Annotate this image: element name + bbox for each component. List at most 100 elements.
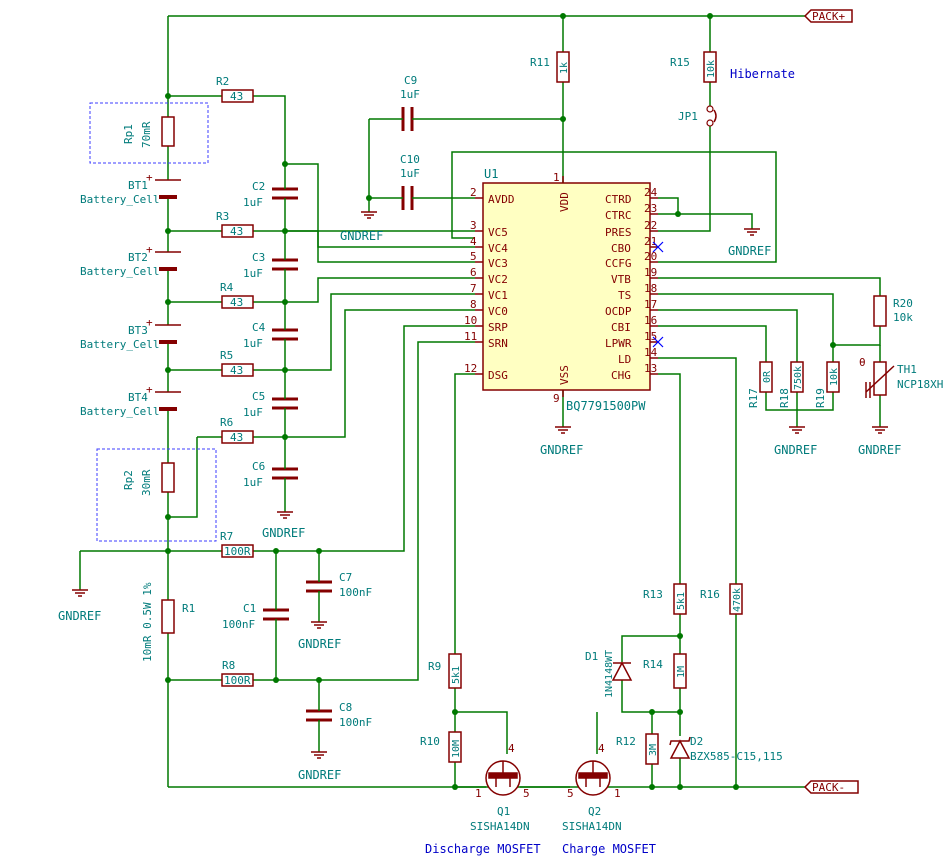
pin-num: 13 [644,362,657,375]
capacitor-c5: C5 1uF [243,390,298,419]
ref-label: R8 [222,659,235,672]
ref-label: C7 [339,571,352,584]
value-label: 1uF [243,476,263,489]
plus-sign: + [146,316,153,329]
gnd-ctrc: GNDREF [728,228,771,258]
pin-num: 1 [614,787,621,800]
pin-name: LPWR [605,337,632,350]
junctions [165,13,836,790]
value-label: 43 [230,225,243,238]
gnd-c8: GNDREF [298,751,341,782]
ref-label: C2 [252,180,265,193]
pin-num: 17 [644,298,657,311]
value-label: 43 [230,431,243,444]
capacitor-c8: C8 100nF [306,701,372,729]
resistor-r19: R19 10k [814,361,840,408]
ic-right-pins: 24 CTRD 23 CTRC 22 PRES 21 CBO 20 CCFG 1… [605,186,658,382]
gnd-label: GNDREF [858,443,901,457]
pin-num: 1 [475,787,482,800]
ic-left-pins: 2 AVDD 3 VC5 4 VC4 5 VC3 6 VC2 7 VC1 8 V… [464,186,515,382]
resistor-r7: R7 100R [220,530,254,558]
pin-name: CTRC [605,209,632,222]
pin-name: VC4 [488,242,508,255]
ref-label: R20 [893,297,913,310]
value-label: 100nF [339,716,372,729]
pin-name: CCFG [605,257,632,270]
ref-label: R16 [700,588,720,601]
value-label: 1uF [243,406,263,419]
resistor-r9: R9 5k1 [428,653,462,689]
value-label: 100R [224,545,251,558]
pin-num: 4 [598,742,605,755]
resistor-r8: R8 100R [221,659,254,687]
ref-label: Rp2 [122,470,135,490]
capacitor-c4: C4 1uF [243,321,298,350]
ref-label: R9 [428,660,441,673]
ref-label: Q2 [588,805,601,818]
pack-minus-label: PACK- [803,780,859,794]
diode-d1: D1 1N4148WT [585,650,633,698]
capacitor-c10: C10 1uF [398,153,420,210]
capacitor-c3: C3 1uF [243,251,298,280]
value-label: 0R [762,370,773,383]
ic-u1: U1 BQ7791500PW 2 AVDD 3 VC5 4 VC4 5 VC3 … [464,167,664,413]
ref-label: Rp1 [122,124,135,144]
resistor-rp2: Rp2 30mR [96,448,217,542]
pin-name: LD [618,353,631,366]
value-label: 100R [224,674,251,687]
pack-minus-text: PACK- [812,781,845,794]
pin-name: VC0 [488,305,508,318]
value-label: Battery_Cell [80,338,159,351]
ref-label: R14 [643,658,663,671]
gnd-r7: GNDREF [58,589,101,623]
pin-num: 22 [644,219,657,232]
gnd-label: GNDREF [540,443,583,457]
value-label: Battery_Cell [80,405,159,418]
pin-num: 5 [470,250,477,263]
value-label: SISHA14DN [470,820,530,833]
value-label: Battery_Cell [80,265,159,278]
pin-num: 19 [644,266,657,279]
pin-name: SRN [488,337,508,350]
pin-num: 5 [523,787,530,800]
gnd-th1: GNDREF [858,426,901,457]
resistor-r3: R3 43 [216,210,254,238]
ref-label: R3 [216,210,229,223]
ref-label: C4 [252,321,266,334]
pin-name: VC1 [488,289,508,302]
ref-label: D2 [690,735,703,748]
resistor-r6: R6 43 [220,416,254,444]
battery-bt1: + BT1 Battery_Cell [80,171,181,206]
mosfet-q2: 4 5 1 Q2 SISHA14DN Charge MOSFET [562,742,656,856]
value-label: 43 [230,364,243,377]
battery-bt4: + BT4 Battery_Cell [80,383,181,418]
battery-bt2: + BT2 Battery_Cell [80,243,181,278]
resistor-r2: R2 43 [216,75,254,103]
pin-num: 3 [470,219,477,232]
ref-label: R13 [643,588,663,601]
pin-num: 4 [470,235,477,248]
resistor-r17: R17 0R [747,361,773,408]
pin-name: CHG [611,369,631,382]
value-label: 10mR 0.5W 1% [141,582,154,662]
mosfet-q1: 4 1 5 Q1 SISHA14DN Discharge MOSFET [425,742,570,856]
value-label: 10k [706,60,717,78]
pin-name: DSG [488,369,508,382]
ref-label: C1 [243,602,256,615]
gnd-label: GNDREF [774,443,817,457]
pin-name: SRP [488,321,508,334]
pack-plus-label: PACK+ [803,9,853,23]
plus-sign: + [146,243,153,256]
ref-label: R1 [182,602,195,615]
gnd-caps: GNDREF [262,511,305,540]
charge-mosfet-label: Charge MOSFET [562,842,656,856]
value-label: BZX585-C15,115 [690,750,783,763]
ref-label: BT2 [128,251,148,264]
hibernate-label: Hibernate [730,67,795,81]
value-label: 5k1 [451,666,462,684]
no-connect-cbo [652,241,664,253]
gnd-c7: GNDREF [298,621,341,651]
gnd-c9: GNDREF [340,211,383,243]
ref-label: R4 [220,281,234,294]
value-label: 1k [559,62,570,74]
